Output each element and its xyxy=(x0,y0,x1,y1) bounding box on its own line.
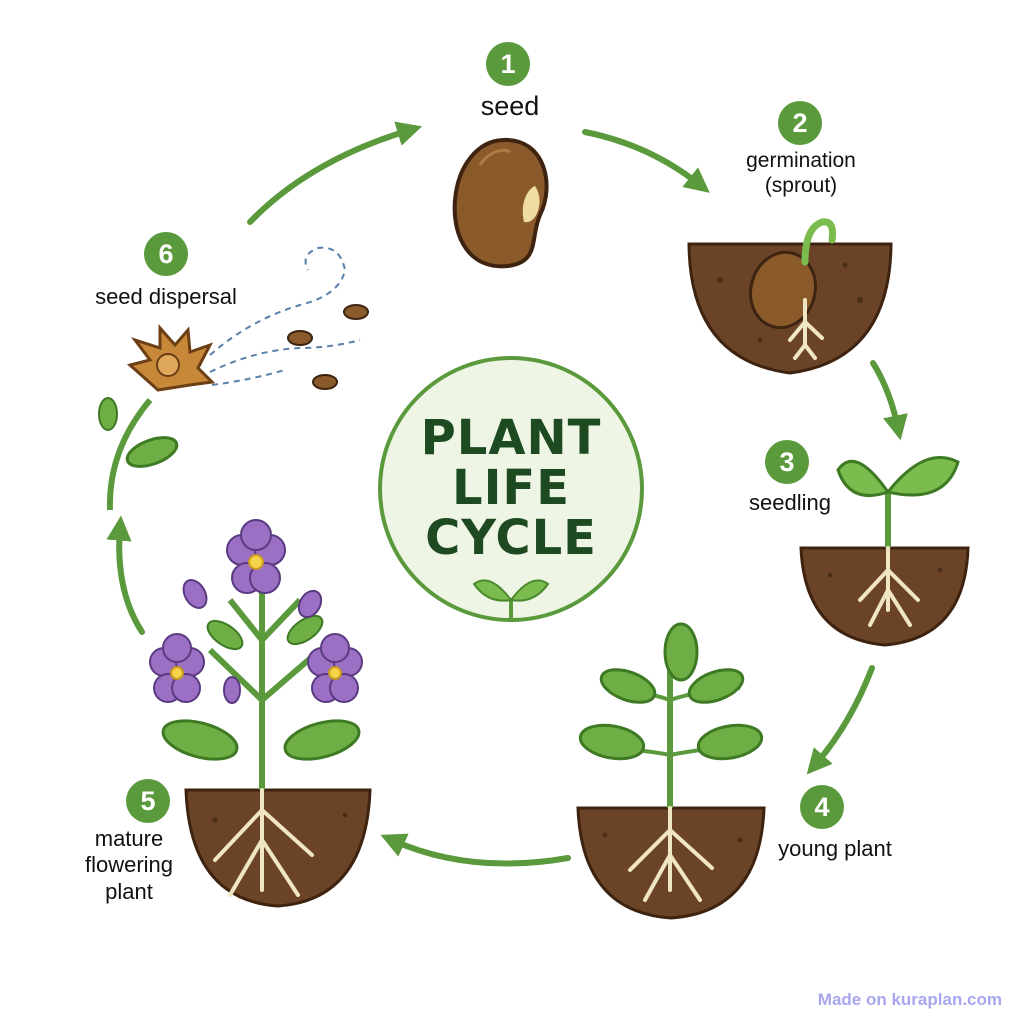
arrow-4-to-5 xyxy=(380,833,571,867)
stage-label: seed xyxy=(480,91,540,121)
flower xyxy=(149,633,205,703)
stage-label: mature flowering plant xyxy=(84,826,174,904)
seed-dispersal-illustration xyxy=(98,246,369,511)
stage-number-badge: 6 xyxy=(144,232,188,276)
stage-number-badge: 2 xyxy=(778,101,822,145)
seedling-illustration xyxy=(799,456,970,647)
cycle-arrows xyxy=(106,121,908,867)
stage-number-badge: 1 xyxy=(486,42,530,86)
stage-label: seed dispersal xyxy=(95,284,237,309)
title-line: PLANT xyxy=(420,410,602,467)
arrow-1-to-2 xyxy=(582,129,710,193)
title-sprout-icon xyxy=(472,579,550,622)
stage-number-badge: 4 xyxy=(800,785,844,829)
stage-number-badge: 5 xyxy=(126,779,170,823)
arrow-3-to-4 xyxy=(806,665,875,775)
title-line: CYCLE xyxy=(425,509,597,566)
flowering-plant-illustration xyxy=(149,519,372,908)
flower xyxy=(226,519,286,594)
title-circle xyxy=(378,356,644,622)
stage-label: seedling xyxy=(749,490,831,515)
young-plant-illustration xyxy=(576,622,766,920)
watermark: Made on kuraplan.com xyxy=(817,990,1002,1009)
germination-illustration xyxy=(687,218,893,375)
diagram-title: PLANT LIFE CYCLE xyxy=(380,358,642,620)
flower xyxy=(307,633,363,703)
seed-illustration xyxy=(452,137,549,269)
stage-number-badge: 3 xyxy=(765,440,809,484)
arrow-2-to-3 xyxy=(870,360,908,441)
stage-label: young plant xyxy=(778,836,892,861)
arrow-5-to-6 xyxy=(106,515,145,635)
title-line: LIFE xyxy=(451,460,571,517)
arrow-6-to-1 xyxy=(247,121,423,225)
stage-label: germination (sprout) xyxy=(746,149,856,198)
